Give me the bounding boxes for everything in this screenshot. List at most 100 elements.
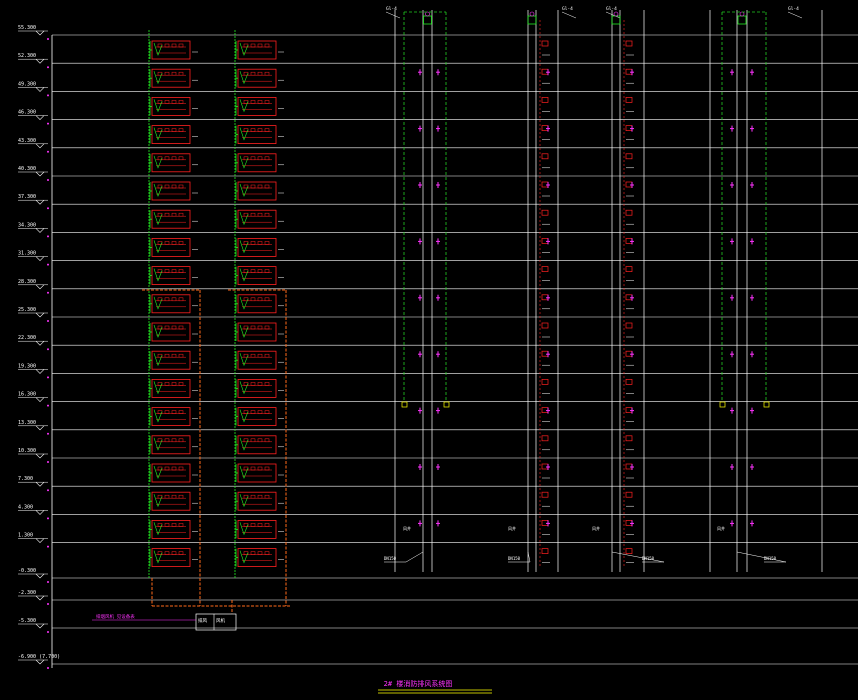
base-label-leader [736,551,787,563]
riser-end-cap [763,401,770,408]
fan-unit-cell [264,241,270,245]
fan-unit-cell [257,466,263,471]
fan-unit-box [151,181,191,201]
level-tick [47,320,49,322]
fan-unit-cell [178,410,184,414]
shaft-top-leader [385,11,401,19]
base-label-leader [611,551,665,563]
fan-unit-box [237,491,277,511]
fan-unit-cell [257,438,263,443]
level-tick [47,235,49,238]
elevation-marker [18,369,48,374]
level-tick [47,179,49,181]
shaft-top-label: Gl-4 [606,6,617,12]
fan-unit-cell [178,523,184,527]
damper-box [625,153,633,160]
elevation-marker [18,312,48,318]
fan-unit-cell [264,353,270,358]
elevation-marker [18,58,48,64]
fan-unit-box [151,520,191,539]
level-tick [47,517,49,520]
elevation-triangle [35,58,45,64]
exhaust-fan-box [195,613,237,631]
fan-unit-box [237,40,277,60]
damper-box [541,266,549,272]
fan-unit-cell [250,466,256,471]
elevation-label: 52.300 [18,53,36,59]
elevation-label: 22.300 [18,335,36,341]
roof-fan-symbol [529,11,535,17]
elevation-marker [18,340,48,346]
green-connector [239,494,249,508]
elevation-triangle [35,538,45,544]
fan-unit-cell [164,466,170,471]
fan-unit-cell [250,156,256,161]
roof-fan-symbol [613,11,619,17]
fan-unit-cell [264,551,270,555]
fan-unit-cell [257,71,263,76]
fan-unit-cell [264,128,270,132]
green-connector [153,296,163,310]
fan-unit-box [151,378,191,398]
green-connector [153,183,163,197]
fan-unit-cell [257,551,263,555]
elevation-triangle [35,397,45,403]
green-connector [153,99,163,113]
fan-unit-box [237,153,277,173]
fan-unit-box [237,294,277,314]
room-label: 风井 [508,525,516,531]
fan-unit-box [151,125,191,144]
fan-unit-box [151,407,191,427]
fan-unit-box [151,548,191,567]
fan-unit-cell [250,297,256,302]
green-connector [239,296,249,310]
elevation-label: -5.300 [18,618,36,624]
elevation-marker [18,87,48,92]
green-connector [153,494,163,508]
fan-unit-cell [178,551,184,555]
base-label-leader [527,551,531,563]
damper-box [625,548,633,554]
damper-box [625,322,633,329]
elevation-marker [18,623,48,629]
fan-unit-box [151,266,191,286]
fan-unit-box [151,463,191,483]
fan-unit-cell [164,71,170,76]
fan-unit-cell [171,494,177,499]
elevation-triangle [35,115,45,121]
fan-unit-cell [164,184,170,189]
fan-unit-cell [171,438,177,443]
elevation-triangle [35,312,45,318]
base-label: DN150 [384,556,397,561]
damper-box [625,266,633,272]
equipment-stack-1 [142,30,201,600]
green-connector [153,409,163,423]
roof-fan-fitting [737,15,747,25]
elevation-marker [18,256,48,262]
level-tick [47,603,49,605]
green-connector [153,268,163,282]
fan-unit-cell [171,325,177,330]
fan-unit-cell [178,128,184,132]
floor-lines [18,30,858,665]
damper-box [541,153,549,160]
riser-end-cap [401,401,408,408]
shaft-3 [605,11,665,568]
fan-unit-cell [171,523,177,527]
fan-unit-cell [164,43,170,48]
green-connector [153,155,163,169]
fan-unit-cell [257,156,263,161]
green-connector [153,71,163,85]
damper-box [625,209,633,216]
elevation-label: 40.300 [18,166,36,172]
shaft-4 [719,11,803,563]
green-connector [239,127,249,141]
fan-unit-cell [264,100,270,104]
fan-unit-cell [250,212,256,217]
fan-unit-cell [264,325,270,330]
elevation-marker [18,573,48,579]
green-connector [239,324,249,338]
level-tick [47,404,49,407]
fan-unit-box [151,322,191,342]
fan-unit-cell [178,184,184,189]
